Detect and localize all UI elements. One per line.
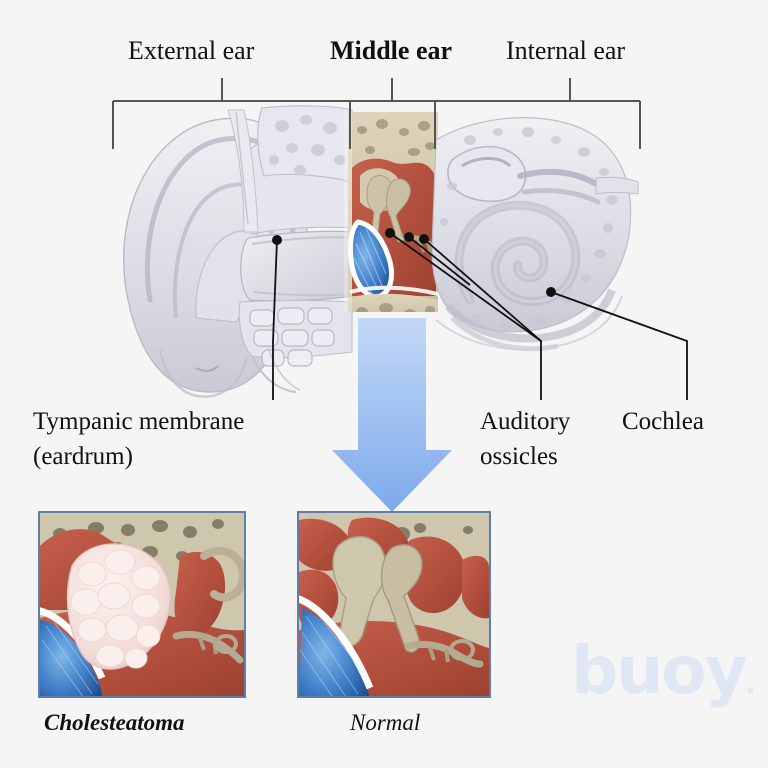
caption-normal: Normal [350,710,421,735]
inset-cholesteatoma-artwork [40,513,244,696]
buoy-logo-text: buoy [571,632,748,709]
inset-normal-artwork [299,513,489,696]
inset-frame-cholesteatoma[interactable] [38,511,246,698]
dot-ossicle-incus [404,232,414,242]
leader-lines-overlay [423,238,542,342]
label-middle-ear: Middle ear [330,36,453,65]
middle-ear-artwork [344,112,438,312]
external-ear-artwork [123,105,353,398]
dot-tympanic-membrane [272,235,282,245]
label-external-ear: External ear [128,36,255,65]
buoy-logo-dot: . [745,670,756,700]
label-tympanic-membrane-line1: Tympanic membrane [33,408,245,435]
inset-frame-normal[interactable] [297,511,491,698]
cholesteatoma-mass [66,543,171,670]
down-arrow [332,318,452,512]
caption-cholesteatoma: Cholesteatoma [44,710,185,735]
leader-dots [272,228,556,297]
buoy-logo-watermark: buoy. [571,632,756,709]
dot-cochlea [546,287,556,297]
label-auditory-ossicles-line1: Auditory [480,408,571,435]
dot-ossicle-stapes [419,234,429,244]
label-auditory-ossicles-line2: ossicles [480,443,558,470]
section-bracket [112,78,641,149]
dot-ossicle-malleus [385,228,395,238]
label-internal-ear: Internal ear [506,36,626,65]
label-cochlea: Cochlea [622,408,704,435]
internal-ear-artwork [431,117,639,352]
label-tympanic-membrane-line2: (eardrum) [33,443,133,470]
